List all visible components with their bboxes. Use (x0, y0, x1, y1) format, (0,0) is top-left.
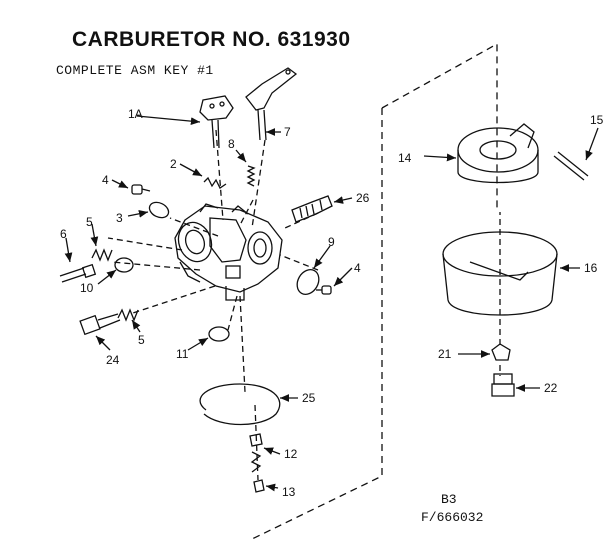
bowl-nut-part-22[interactable] (491, 373, 515, 397)
callout-13: 13 (282, 485, 296, 499)
screw-part-4-right[interactable] (316, 285, 332, 295)
callout-10: 10 (80, 281, 94, 295)
float-part-14[interactable] (457, 123, 539, 184)
callout-11: 11 (176, 347, 189, 361)
float-pin-part-15[interactable] (553, 151, 589, 181)
page-code: B3 (441, 492, 457, 507)
callout-1a: 1A (128, 107, 143, 121)
nut-part-12[interactable] (249, 433, 263, 447)
idle-screw-part-6[interactable] (59, 263, 97, 283)
callout-21: 21 (438, 347, 452, 361)
callout-25: 25 (302, 391, 316, 405)
throttle-shaft-part-7[interactable] (245, 67, 298, 141)
choke-plate-part-9[interactable] (293, 266, 323, 299)
figure-code: F/666032 (421, 510, 484, 525)
callout-6: 6 (60, 227, 67, 241)
callout-8: 8 (228, 137, 235, 151)
callout-4-left: 4 (102, 173, 109, 187)
washer-part-10[interactable] (114, 257, 134, 273)
choke-shaft-part-1a[interactable] (199, 95, 234, 149)
callout-26: 26 (356, 191, 370, 205)
spring-part-5-upper[interactable] (91, 248, 113, 262)
mixture-screw-part-24[interactable] (79, 313, 121, 336)
callout-2: 2 (170, 157, 177, 171)
callout-15: 15 (590, 113, 604, 127)
callout-5-lower: 5 (138, 333, 145, 347)
callout-7: 7 (284, 125, 291, 139)
needle-valve-part-26[interactable] (291, 195, 333, 223)
callout-4-right: 4 (354, 261, 361, 275)
bowl-gasket-part-25[interactable] (199, 383, 281, 426)
callout-12: 12 (284, 447, 298, 461)
diagram-title: CARBURETOR NO. 631930 (72, 28, 351, 51)
screw-part-13[interactable] (253, 479, 265, 493)
callout-16: 16 (584, 261, 598, 275)
carburetor-body[interactable] (173, 203, 283, 301)
spring-part-8[interactable] (246, 165, 256, 187)
callout-22: 22 (544, 381, 558, 395)
float-bowl-part-16[interactable] (442, 231, 558, 316)
gasket-part-11[interactable] (208, 326, 230, 342)
callout-5-upper: 5 (86, 215, 93, 229)
callout-3: 3 (116, 211, 123, 225)
spring-part-5-lower[interactable] (117, 308, 139, 322)
washer-part-21[interactable] (491, 343, 511, 361)
spring-part-2[interactable] (203, 176, 227, 189)
callout-9: 9 (328, 235, 335, 249)
bowl-group-dashed-frame (381, 42, 498, 212)
choke-plate-part-3[interactable] (147, 199, 171, 220)
callout-24: 24 (106, 353, 120, 367)
callout-14: 14 (398, 151, 412, 165)
screw-part-4-left[interactable] (131, 184, 151, 195)
spring-part-12[interactable] (250, 451, 262, 473)
diagram-subtitle: COMPLETE ASM KEY #1 (56, 63, 214, 78)
